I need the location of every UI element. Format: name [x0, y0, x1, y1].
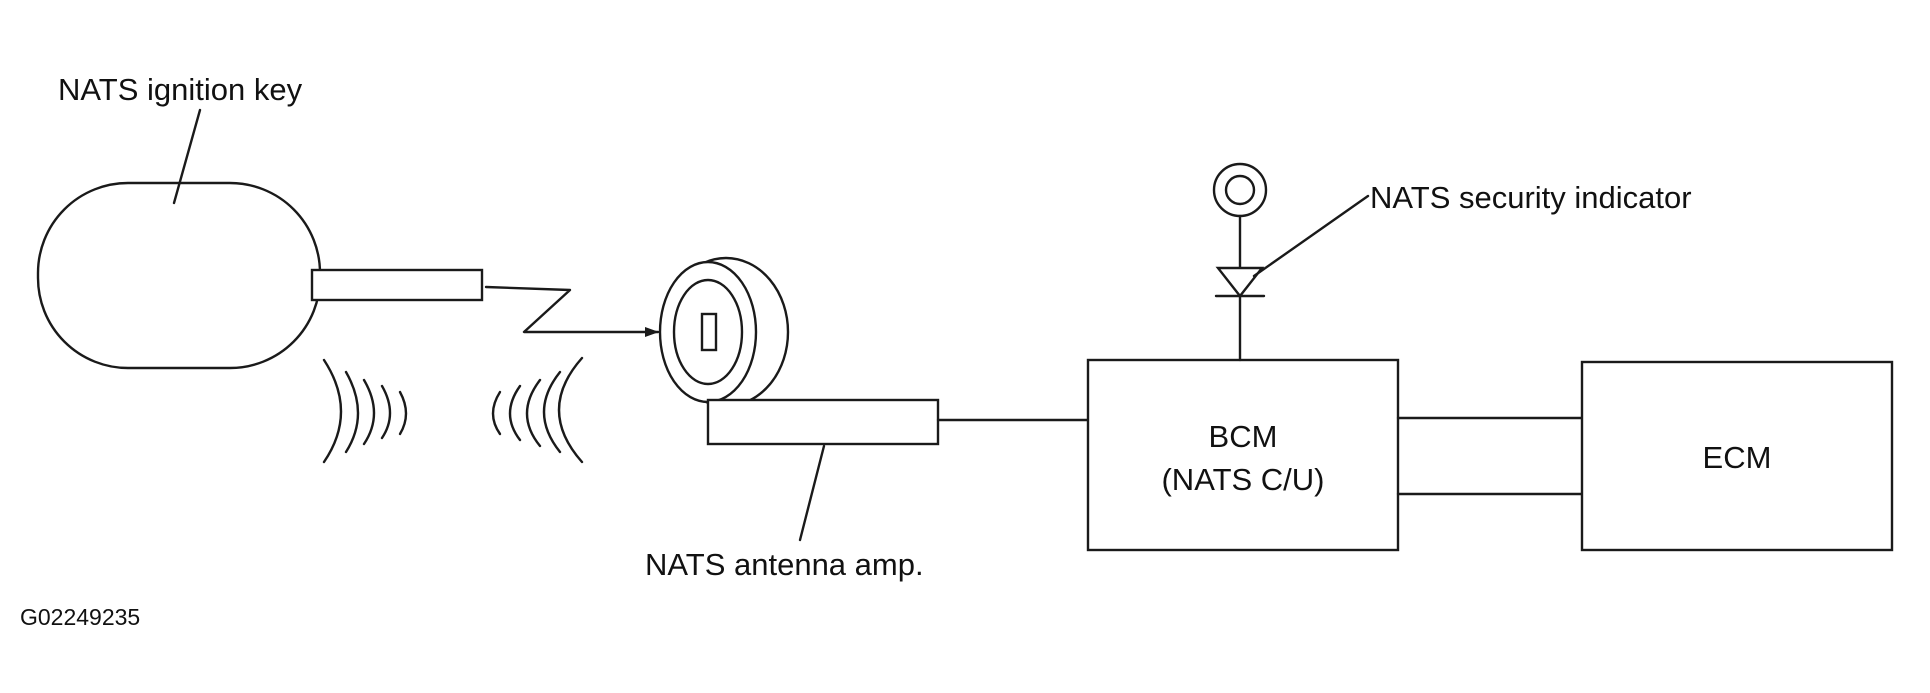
radio-waves-incoming	[491, 356, 584, 464]
bcm-sublabel: (NATS C/U)	[1161, 462, 1324, 497]
security-indicator-label: NATS security indicator	[1370, 180, 1692, 215]
antenna-amp-body	[706, 398, 940, 446]
ecm-label: ECM	[1703, 440, 1772, 475]
security-indicator-lamp-inner	[1224, 174, 1256, 206]
security-indicator	[1212, 162, 1268, 362]
antenna-amp-leader-line	[798, 444, 826, 542]
bcm-label: BCM	[1209, 419, 1278, 454]
figure-id: G02249235	[20, 604, 140, 630]
security-indicator-lamp-outer	[1212, 162, 1268, 218]
antenna-amp	[658, 256, 940, 446]
security-indicator-leader-line	[1252, 194, 1370, 278]
ignition-key-head	[36, 181, 322, 370]
antenna-key-slot	[700, 312, 718, 352]
antenna-amp-label: NATS antenna amp.	[645, 547, 924, 582]
ecm-box	[1580, 360, 1894, 552]
bcm-box	[1086, 358, 1400, 552]
ignition-key-leader-line	[172, 108, 202, 205]
led-diode-symbol	[1215, 266, 1265, 298]
ignition-key	[36, 181, 484, 370]
ignition-key-label: NATS ignition key	[58, 72, 303, 107]
ignition-key-blade	[310, 268, 484, 302]
radio-waves-outgoing	[322, 358, 408, 464]
signal-zigzag-arrow	[484, 285, 660, 337]
